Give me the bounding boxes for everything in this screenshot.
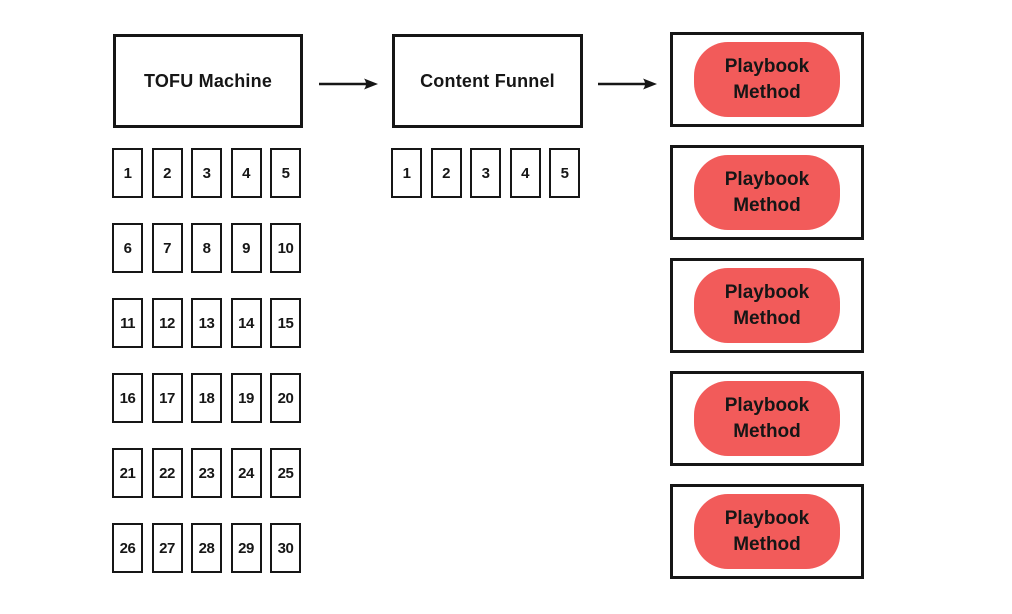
card-number: 1	[123, 164, 132, 182]
numbered-card: 4	[509, 148, 541, 198]
card-number: 13	[198, 314, 215, 332]
tofu-machine-box: TOFU Machine	[113, 34, 303, 128]
card-number: 26	[119, 539, 136, 557]
numbered-card: 4	[230, 148, 262, 198]
playbook-method-box: Playbook Method	[670, 258, 864, 353]
playbook-label-line1: Playbook	[724, 282, 810, 304]
card-number: 11	[120, 314, 135, 332]
numbered-card: 11	[112, 298, 143, 348]
playbook-method-box: Playbook Method	[670, 484, 864, 579]
arrow-right-icon	[598, 78, 657, 90]
card-number: 23	[198, 464, 215, 482]
funnel-card-grid: 1 2 3 4 5	[391, 148, 580, 198]
playbook-method-box: Playbook Method	[670, 145, 864, 240]
numbered-card: 15	[270, 298, 301, 348]
playbook-method-pill: Playbook Method	[694, 155, 840, 230]
card-number: 5	[560, 164, 569, 182]
playbook-method-box: Playbook Method	[670, 32, 864, 127]
card-number: 22	[159, 464, 175, 482]
content-funnel-box: Content Funnel	[392, 34, 583, 128]
numbered-card: 12	[151, 298, 183, 348]
playbook-method-pill: Playbook Method	[694, 268, 840, 343]
card-number: 29	[238, 539, 254, 557]
card-number: 21	[119, 464, 136, 482]
numbered-card: 24	[230, 448, 262, 498]
numbered-card: 6	[112, 223, 143, 273]
numbered-card: 13	[191, 298, 222, 348]
card-number: 24	[238, 464, 254, 482]
content-funnel-label: Content Funnel	[420, 70, 555, 91]
card-number: 5	[281, 164, 290, 182]
playbook-label-line2: Method	[733, 533, 801, 555]
playbook-label-line2: Method	[733, 81, 801, 103]
card-number: 10	[277, 239, 294, 257]
card-number: 15	[277, 314, 294, 332]
card-number: 12	[159, 314, 175, 332]
playbook-method-pill: Playbook Method	[694, 42, 840, 117]
numbered-card: 3	[470, 148, 501, 198]
numbered-card: 2	[430, 148, 462, 198]
playbook-method-box: Playbook Method	[670, 371, 864, 466]
card-number: 8	[202, 239, 211, 257]
playbook-label-line1: Playbook	[724, 169, 810, 191]
numbered-card: 29	[230, 523, 262, 573]
numbered-card: 5	[270, 148, 301, 198]
numbered-card: 30	[270, 523, 301, 573]
card-number: 4	[242, 164, 250, 182]
card-number: 18	[198, 389, 215, 407]
numbered-card: 19	[230, 373, 262, 423]
numbered-card: 10	[270, 223, 301, 273]
numbered-card: 25	[270, 448, 301, 498]
numbered-card: 21	[112, 448, 143, 498]
card-number: 27	[159, 539, 175, 557]
numbered-card: 22	[151, 448, 183, 498]
card-number: 4	[521, 164, 529, 182]
card-number: 20	[277, 389, 294, 407]
playbook-label-line2: Method	[733, 194, 801, 216]
numbered-card: 5	[549, 148, 580, 198]
arrow-right-icon	[319, 78, 378, 90]
playbook-label-line2: Method	[733, 307, 801, 329]
card-number: 2	[163, 164, 171, 182]
playbook-label-line1: Playbook	[724, 56, 810, 78]
numbered-card: 27	[151, 523, 183, 573]
numbered-card: 16	[112, 373, 143, 423]
numbered-card: 2	[151, 148, 183, 198]
numbered-card: 26	[112, 523, 143, 573]
numbered-card: 17	[151, 373, 183, 423]
numbered-card: 20	[270, 373, 301, 423]
numbered-card: 3	[191, 148, 222, 198]
playbook-method-pill: Playbook Method	[694, 494, 840, 569]
numbered-card: 28	[191, 523, 222, 573]
card-number: 9	[242, 239, 250, 257]
card-number: 25	[277, 464, 294, 482]
card-number: 7	[163, 239, 171, 257]
card-number: 3	[481, 164, 490, 182]
card-number: 1	[402, 164, 411, 182]
numbered-card: 23	[191, 448, 222, 498]
card-number: 2	[442, 164, 450, 182]
playbook-column: Playbook Method Playbook Method Playbook…	[670, 32, 864, 579]
playbook-method-pill: Playbook Method	[694, 381, 840, 456]
card-number: 3	[202, 164, 211, 182]
numbered-card: 14	[230, 298, 262, 348]
card-number: 17	[159, 389, 175, 407]
playbook-label-line1: Playbook	[724, 395, 810, 417]
card-number: 30	[277, 539, 294, 557]
card-number: 14	[238, 314, 254, 332]
tofu-machine-label: TOFU Machine	[143, 70, 273, 91]
card-number: 16	[119, 389, 136, 407]
numbered-card: 18	[191, 373, 222, 423]
tofu-card-grid: 1 2 3 4 5 6 7	[112, 148, 301, 573]
card-number: 6	[123, 239, 132, 257]
playbook-label-line1: Playbook	[724, 508, 810, 530]
numbered-card: 7	[151, 223, 183, 273]
numbered-card: 1	[112, 148, 143, 198]
numbered-card: 9	[230, 223, 262, 273]
playbook-label-line2: Method	[733, 420, 801, 442]
numbered-card: 8	[191, 223, 222, 273]
card-number: 28	[198, 539, 215, 557]
card-number: 19	[238, 389, 254, 407]
numbered-card: 1	[391, 148, 422, 198]
